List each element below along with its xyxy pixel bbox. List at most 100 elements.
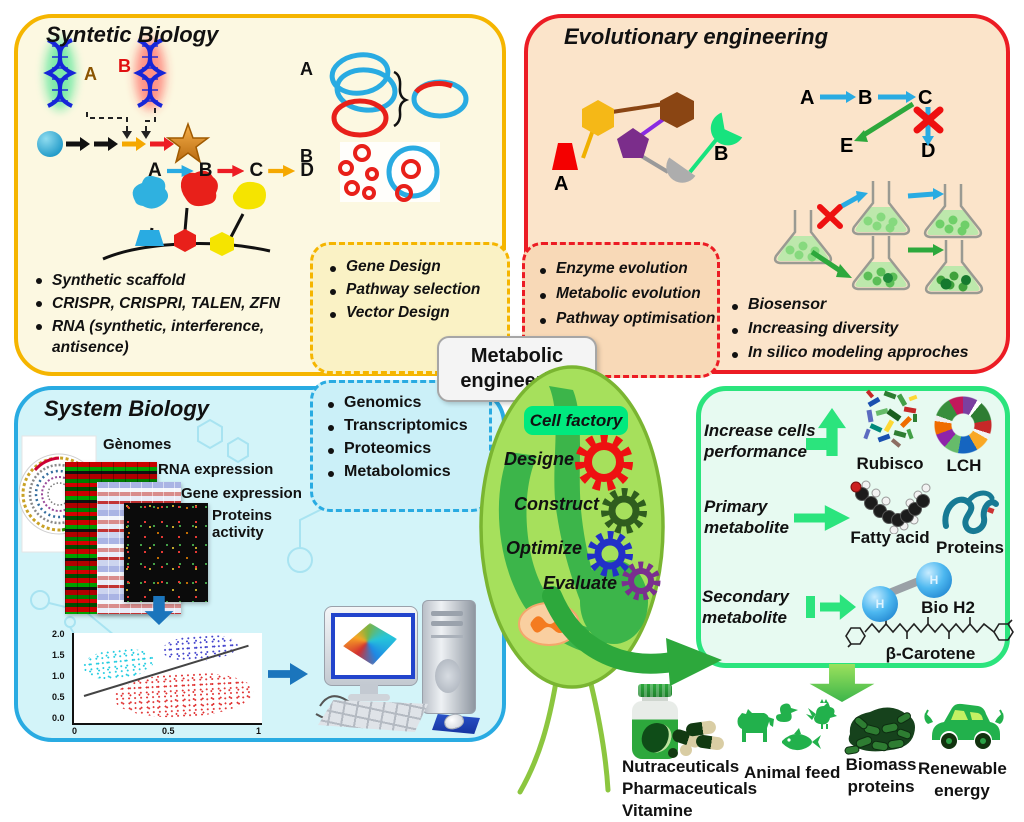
bullet-text: RNA (synthetic, interference, antisence) — [52, 318, 265, 356]
bullet-dot — [328, 402, 334, 408]
label-fatty-acid: Fatty acid — [850, 528, 930, 547]
y-tick: 0.5 — [52, 692, 65, 702]
evolutionary-panel-title: Evolutionary engineering — [564, 24, 829, 49]
list-item: In silico modeling approches — [732, 344, 968, 362]
metabolic-title-line1: Metabolic — [470, 345, 564, 367]
bullet-text: Biosensor — [748, 296, 827, 313]
cell-leg-right — [588, 681, 611, 793]
bullet-dot — [330, 266, 336, 272]
y-tick: 1.5 — [52, 650, 65, 660]
bullet-dot — [540, 318, 546, 324]
list-item: Metabolic evolution — [540, 285, 715, 303]
label-line: Pharmaceuticals — [622, 779, 758, 798]
gear-icon-blue — [587, 531, 633, 577]
synthetic-bullet-list: Synthetic scaffold CRISPR, CRISPRI, TALE… — [36, 270, 308, 358]
list-item: Enzyme evolution — [540, 260, 715, 278]
bullet-text: Increasing diversity — [748, 320, 899, 337]
gene-design-list: Gene Design Pathway selection Vector Des… — [330, 258, 480, 322]
bullet-dot — [732, 304, 738, 310]
step-construct: Construct — [514, 494, 599, 514]
gear-icon-red — [575, 433, 633, 491]
arrow-right-icon — [268, 165, 296, 177]
list-item: CRISPR, CRISPRI, TALEN, ZFN — [36, 293, 308, 314]
bullet-text: Enzyme evolution — [556, 260, 688, 277]
step-designe: Designe — [504, 449, 575, 469]
list-item: Pathway selection — [330, 281, 480, 299]
cell-factory-chip: Cell factory — [524, 406, 628, 435]
system-panel-title: System Biology — [44, 396, 210, 421]
omics-list: Genomics Transcriptomics Proteomics Meta… — [328, 394, 468, 481]
monitor-stand — [360, 684, 378, 695]
list-item: Transcriptomics — [328, 417, 468, 435]
evolutionary-bullet-list: Biosensor Increasing diversity In silico… — [732, 296, 968, 362]
product-label-animal-feed: Animal feed — [744, 763, 841, 782]
bullet-text: Metabolic evolution — [556, 285, 701, 302]
x-tick: 0.5 — [162, 726, 175, 736]
x-tick: 0 — [72, 726, 78, 736]
double-arrow-bar — [806, 596, 815, 618]
supplement-bottle-icon — [624, 684, 728, 760]
cascade-letter: B — [198, 160, 213, 181]
output-arrow — [542, 586, 682, 674]
surface-plot-image — [343, 623, 397, 665]
bullet-dot — [328, 471, 334, 477]
bullet-text: Proteomics — [344, 440, 432, 457]
list-item: Metabolomics — [328, 463, 468, 481]
bullet-text: Vector Design — [346, 304, 450, 321]
list-item: Genomics — [328, 394, 468, 412]
cascade-letter: A — [148, 160, 162, 181]
label-line: Nutraceuticals — [622, 757, 740, 776]
bullet-text: Transcriptomics — [344, 417, 468, 434]
monitor-screen — [331, 613, 415, 679]
bottle-neck — [642, 697, 668, 702]
biomass-pile-icon — [844, 707, 915, 755]
row-label-primary: Primary metabolite — [704, 497, 790, 537]
cascade-letter: C — [249, 160, 264, 181]
bullet-dot — [36, 278, 42, 284]
cow-icon — [737, 709, 770, 742]
list-item: Biosensor — [732, 296, 968, 314]
label-rubisco: Rubisco — [856, 454, 924, 473]
scatter-plot: 2.0 1.5 1.0 0.5 0.0 0 0.5 1 — [52, 629, 262, 736]
bullet-text: Genomics — [344, 394, 422, 411]
list-item: Vector Design — [330, 304, 480, 322]
layer-label-gene: Gene expression — [181, 485, 302, 502]
arrow-right-icon — [166, 165, 194, 177]
layer-label-genomes: Gènomes — [103, 436, 172, 453]
bullet-text: Gene Design — [346, 258, 441, 275]
list-item: Proteomics — [328, 440, 468, 458]
pill-ball-icon — [680, 744, 692, 756]
microarray-image — [124, 503, 208, 602]
h-atom-label: H — [929, 573, 939, 587]
label-line: Renewable — [918, 759, 1007, 778]
cell-factory-label: Cell factory — [529, 410, 623, 430]
x-tick: 1 — [256, 726, 262, 736]
bullet-dot — [732, 328, 738, 334]
list-item: Synthetic scaffold — [36, 270, 308, 291]
bullet-dot — [328, 448, 334, 454]
row-label-increase-cells: Increase cells performance — [704, 421, 816, 461]
label-beta-carotene: β-Carotene — [885, 644, 976, 663]
y-tick: 0.0 — [52, 713, 65, 723]
y-tick: 1.0 — [52, 671, 65, 681]
layer-label-proteins: Proteins activity — [212, 507, 273, 541]
pill-ball-icon — [668, 748, 678, 758]
bottle-cap — [638, 684, 672, 697]
label-line: Vitamine — [622, 801, 693, 820]
synthetic-panel-title: Syntetic Biology — [46, 22, 219, 47]
bullet-text: Synthetic scaffold — [52, 272, 186, 289]
bullet-text: CRISPR, CRISPRI, TALEN, ZFN — [52, 295, 280, 312]
capsule-icon — [695, 734, 725, 751]
gene-design-box — [310, 242, 510, 374]
metabolic-title-line2: engineering — [460, 370, 574, 392]
label-line: energy — [934, 781, 990, 800]
bullet-dot — [330, 312, 336, 318]
product-label-renewable: Renewable energy — [918, 758, 1007, 802]
gear-icon-purple — [621, 561, 661, 601]
bullet-text: In silico modeling approches — [748, 344, 969, 361]
bullet-dot — [36, 324, 42, 330]
mitochondria-icon — [518, 602, 580, 646]
arrow-right-icon — [217, 165, 245, 177]
enzyme-evolution-list: Enzyme evolution Metabolic evolution Pat… — [540, 260, 715, 328]
